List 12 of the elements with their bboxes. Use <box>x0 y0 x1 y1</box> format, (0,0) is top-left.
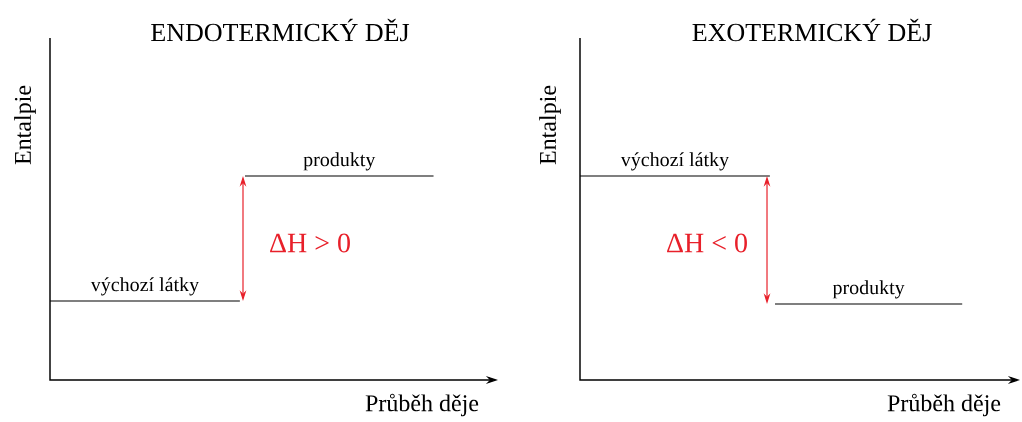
chart-title: EXOTERMICKÝ DĚJ <box>692 18 932 42</box>
edge-label: ΔH > 0 <box>270 233 350 253</box>
chart-title: ENDOTERMICKÝ DĚJ <box>151 18 410 42</box>
energy-level: produkty <box>244 152 435 177</box>
axis-label: Průběh děje <box>887 393 1001 417</box>
axis-label: Entalpie <box>539 85 561 165</box>
axis-label: Průběh děje <box>365 393 479 417</box>
energy-level: výchozí látky <box>49 277 241 302</box>
axis-label: Entalpie <box>14 85 36 165</box>
edge-label: ΔH < 0 <box>667 233 747 253</box>
energy-level: produkty <box>774 280 963 305</box>
energy-level: výchozí látky <box>579 152 771 177</box>
